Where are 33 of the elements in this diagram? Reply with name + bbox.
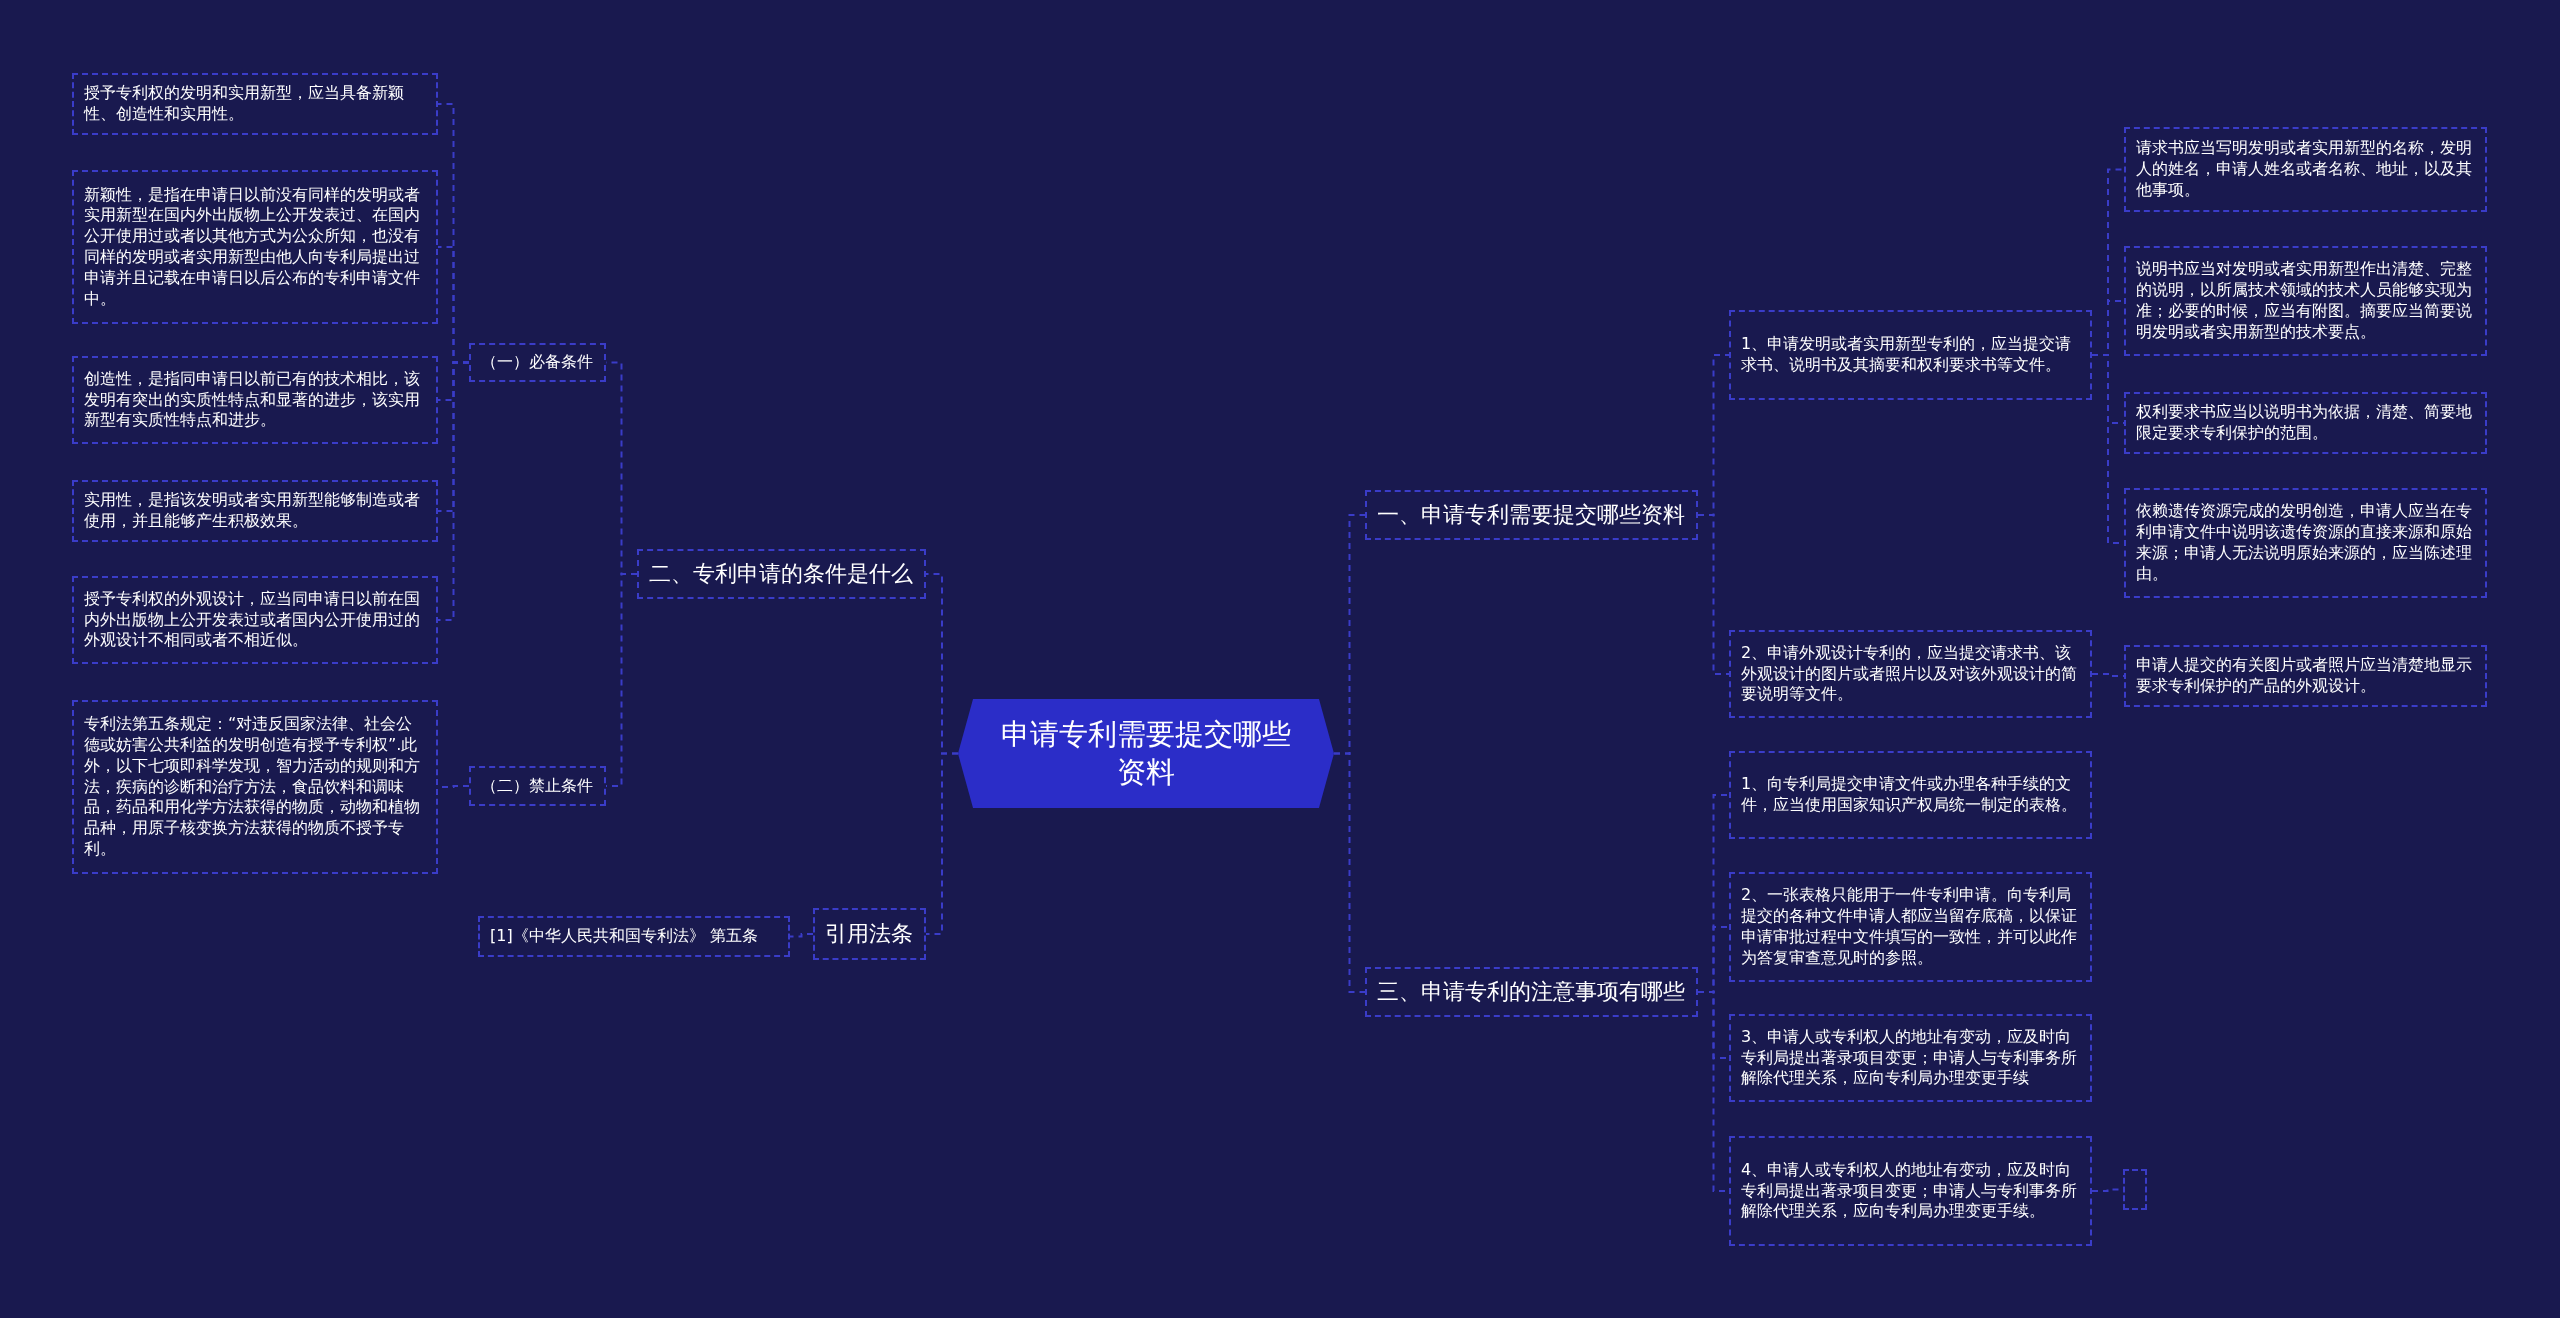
text-box: [1]《中华人民共和国专利法》 第五条	[478, 916, 790, 957]
connector-line	[789, 933, 814, 938]
text-box: 新颖性，是指在申请日以前没有同样的发明或者实用新型在国内外出版物上公开发表过、在国内公开使用过或者以其他方式为公众所知，也没有同样的发明或者实用新型由他人向专利局提出过申请并且记载在申请日以后公布的专利申请文件中。	[72, 170, 438, 324]
text-box: 说明书应当对发明或者实用新型作出清楚、完整的说明，以所属技术领域的技术人员能够实现为准；必要的时候，应当有附图。摘要应当简要说明发明或者实用新型的技术要点。	[2124, 246, 2487, 356]
text-box: （二）禁止条件	[469, 766, 606, 806]
topic-box: 引用法条	[813, 908, 926, 960]
connector-line	[925, 752, 959, 935]
connector-line	[1697, 514, 1730, 675]
text-box: 4、申请人或专利权人的地址有变动，应及时向专利局提出著录项目变更；申请人与专利事务所解除代理关系，应向专利局办理变更手续。	[1729, 1136, 2092, 1246]
text-box: 请求书应当写明发明或者实用新型的名称，发明人的姓名，申请人姓名或者名称、地址，以及其他事项。	[2124, 127, 2487, 212]
connector-line	[2091, 673, 2125, 677]
topic-box: 三、申请专利的注意事项有哪些	[1365, 967, 1698, 1017]
text-box: 1、申请发明或者实用新型专利的，应当提交请求书、说明书及其摘要和权利要求书等文件。	[1729, 310, 2092, 400]
text-box: 专利法第五条规定：“对违反国家法律、社会公德或妨害公共利益的发明创造有授予专利权”.此外，以下七项即科学发现，智力活动的规则和方法，疾病的诊断和治疗方法，食品饮料和调味品，药品和用化学方法获得的物质，动物和植物品种，用原子核变换方法获得的物质不授予专利。	[72, 700, 438, 874]
connector-line	[1333, 752, 1366, 993]
root-hexagon: 申请专利需要提交哪些资料	[958, 699, 1334, 808]
text-box: 授予专利权的发明和实用新型，应当具备新颖性、创造性和实用性。	[72, 73, 438, 135]
text-box: 3、申请人或专利权人的地址有变动，应及时向专利局提出著录项目变更；申请人与专利事务所解除代理关系，应向专利局办理变更手续	[1729, 1014, 2092, 1102]
text-box: 实用性，是指该发明或者实用新型能够制造或者使用，并且能够产生积极效果。	[72, 480, 438, 542]
connector-line	[437, 361, 470, 621]
text-box: 2、申请外观设计专利的，应当提交请求书、该外观设计的图片或者照片以及对该外观设计的简要说明等文件。	[1729, 630, 2092, 718]
text-box: 1、向专利局提交申请文件或办理各种手续的文件，应当使用国家知识产权局统一制定的表格。	[1729, 751, 2092, 839]
topic-box: 二、专利申请的条件是什么	[637, 549, 926, 599]
text-box: 创造性，是指同申请日以前已有的技术相比，该发明有突出的实质性特点和显著的进步，该实用新型有实质性特点和进步。	[72, 356, 438, 444]
connector-line	[605, 573, 638, 787]
text-box: 申请人提交的有关图片或者照片应当清楚地显示要求专利保护的产品的外观设计。	[2124, 645, 2487, 707]
text-box: 依赖遗传资源完成的发明创造，申请人应当在专利申请文件中说明该遗传资源的直接来源和原始来源；申请人无法说明原始来源的，应当陈述理由。	[2124, 488, 2487, 598]
topic-box: 一、申请专利需要提交哪些资料	[1365, 490, 1698, 540]
text-box: 权利要求书应当以说明书为依据，清楚、简要地限定要求专利保护的范围。	[2124, 392, 2487, 454]
empty-box	[2123, 1169, 2147, 1210]
text-box: 授予专利权的外观设计，应当同申请日以前在国内外出版物上公开发表过或者国内公开使用过的外观设计不相同或者不相近似。	[72, 576, 438, 664]
text-box: 2、一张表格只能用于一件专利申请。向专利局提交的各种文件申请人都应当留存底稿，以保证申请审批过程中文件填写的一致性，并可以此作为答复审查意见时的参照。	[1729, 872, 2092, 982]
text-box: （一）必备条件	[469, 343, 606, 382]
